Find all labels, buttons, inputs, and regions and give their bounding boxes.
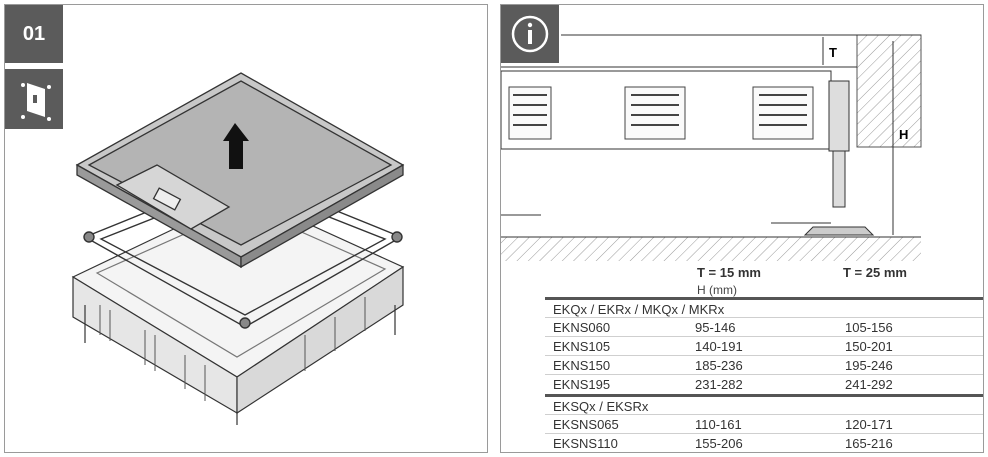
group-header: EKQx / EKRx / MKQx / MKRx (545, 297, 983, 317)
model-cell: EKSNS110 (553, 436, 618, 451)
dimension-t-label: T (829, 45, 837, 60)
lift-arrow-icon (223, 123, 249, 169)
table-row: EKNS105 140-191 150-201 (545, 336, 983, 355)
model-cell: EKNS195 (553, 377, 611, 392)
t15-cell: 155-206 (695, 436, 743, 451)
table-row: EKSNS110 155-206 165-216 (545, 433, 983, 452)
t25-cell: 150-201 (845, 339, 893, 354)
leveling-foot (501, 80, 875, 236)
t15-cell: 95-146 (695, 320, 736, 335)
dimension-h-label: H (899, 127, 908, 142)
model-cell: EKNS150 (553, 358, 611, 373)
table-row: EKNS060 95-146 105-156 (545, 317, 983, 336)
group-title: EKQx / EKRx / MKQx / MKRx (553, 302, 725, 317)
box-profile (501, 70, 832, 150)
t15-cell: 140-191 (695, 339, 743, 354)
model-cell: EKNS060 (553, 320, 611, 335)
t15-cell: 231-282 (695, 377, 743, 392)
box-lid (75, 72, 405, 269)
table-row: EKNS150 185-236 195-246 (545, 355, 983, 374)
t25-cell: 165-216 (845, 436, 893, 451)
info-dimensions-panel: T H T = 15 mm T = 25 mm H (mm) EKQx / EK… (500, 4, 984, 453)
dimension-lines (822, 37, 894, 235)
unit-label: H (mm) (697, 283, 737, 297)
height-adjustment-table: T = 15 mm T = 25 mm H (mm) EKQx / EKRx /… (501, 261, 983, 452)
group-title: EKSQx / EKSRx (553, 399, 649, 414)
t25-cell: 241-292 (845, 377, 893, 392)
t25-cell: 120-171 (845, 417, 893, 432)
column-header-t15: T = 15 mm (697, 265, 761, 280)
cross-section-diagram: T H (501, 34, 922, 261)
t25-cell: 195-246 (845, 358, 893, 373)
model-cell: EKNS105 (553, 339, 611, 354)
column-header-t25: T = 25 mm (843, 265, 907, 280)
raised-floor-tile (501, 34, 922, 148)
screwdriver-tool-icon (5, 69, 63, 129)
t15-cell: 110-161 (695, 417, 742, 432)
group-header: EKSQx / EKSRx (545, 394, 983, 414)
table-row: EKSNS065 110-161 120-171 (545, 414, 983, 433)
box-base (71, 194, 405, 425)
floor-slab (501, 236, 921, 261)
step-number-badge: 01 (5, 5, 63, 63)
model-cell: EKSNS065 (553, 417, 619, 432)
table-row: EKNS195 231-282 241-292 (545, 374, 983, 393)
t15-cell: 185-236 (695, 358, 743, 373)
floor-box-exploded-illustration (71, 72, 405, 425)
t25-cell: 105-156 (845, 320, 893, 335)
installation-step-panel: 01 (4, 4, 488, 453)
info-icon (501, 5, 559, 63)
